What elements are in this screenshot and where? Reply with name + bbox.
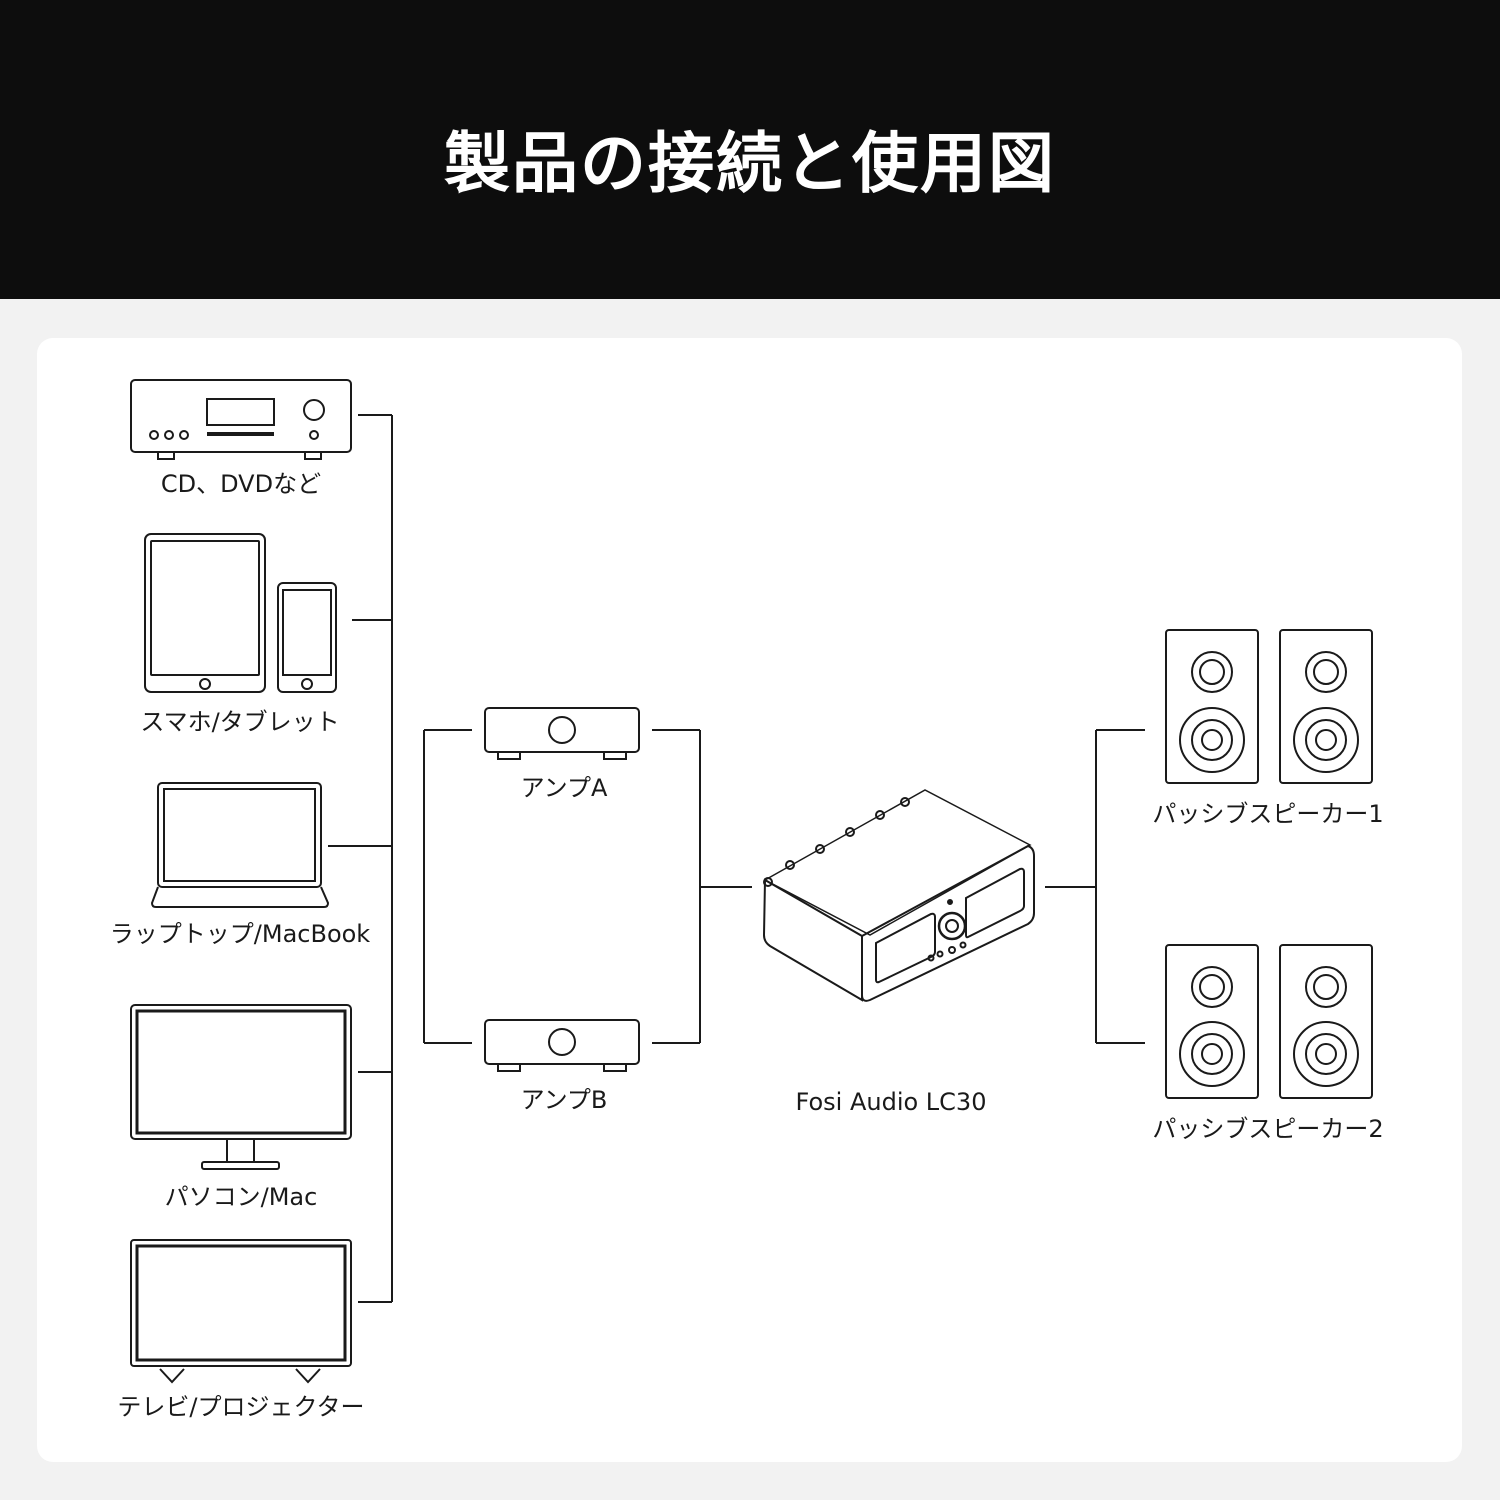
device-label: Fosi Audio LC30 [796,1088,987,1116]
diagram-card [37,338,1462,1462]
amp-b-label: アンプB [521,1086,608,1114]
speaker-2-label: パッシブスピーカー2 [1152,1115,1383,1143]
amp-a-label: アンプA [521,774,608,802]
connector-lines [328,414,1145,1303]
fosi-lc30-device-icon [762,789,1035,1002]
amplifier-icon [484,1019,640,1072]
cd-player-icon [130,379,352,460]
tv-icon [130,1239,352,1384]
speaker-pair-icon [1165,629,1373,784]
header-banner: 製品の接続と使用図 [0,0,1500,299]
source-label-laptop: ラップトップ/MacBook [110,920,371,948]
page-title: 製品の接続と使用図 [444,125,1056,202]
speaker-pair-icon [1165,944,1373,1099]
source-label-pc: パソコン/Mac [165,1183,318,1211]
source-label-cd: CD、DVDなど [161,470,321,498]
source-label-tv: テレビ/プロジェクター [117,1393,364,1421]
monitor-icon [130,1004,352,1170]
laptop-icon [150,782,330,908]
speaker-1-label: パッシブスピーカー1 [1152,800,1383,828]
source-label-phone-tablet: スマホ/タブレット [140,708,339,736]
tablet-phone-icon [144,533,337,693]
amplifier-icon [484,707,640,760]
